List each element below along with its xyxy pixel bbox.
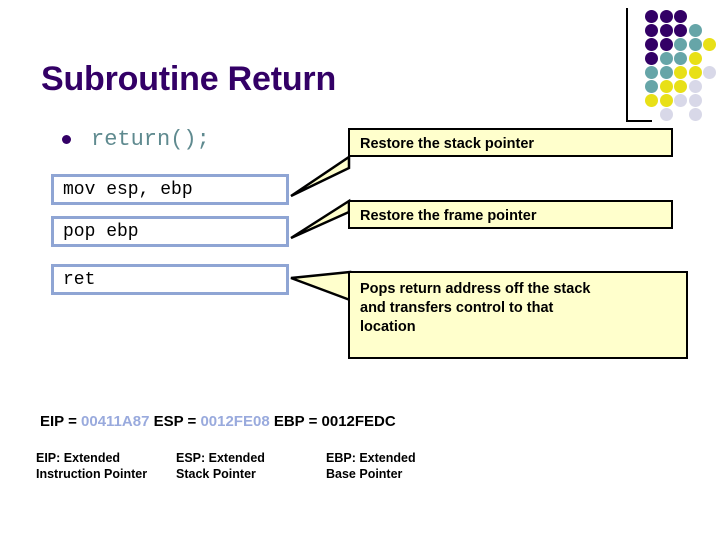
callout-stack-pointer: Restore the stack pointer [348, 128, 673, 157]
decor-dot [659, 10, 673, 23]
callout-line: Restore the stack pointer [360, 136, 535, 152]
decor-dot [645, 38, 658, 51]
code-box-text: mov esp, ebp [63, 179, 193, 200]
decor-dot [659, 66, 673, 79]
code-box-pop: pop ebp [51, 216, 289, 247]
eip-label: EIP = [40, 413, 82, 430]
legend-column-esp: ESP: Extended Stack Pointer [176, 450, 326, 482]
decor-dot [688, 52, 702, 65]
decor-dot [674, 24, 687, 37]
callout-line: Restore the frame pointer [360, 208, 537, 224]
register-legend: EIP: Extended Instruction Pointer ESP: E… [36, 450, 596, 482]
bullet-marker-icon [62, 135, 71, 144]
callout-line: location [360, 319, 416, 336]
code-box-text: ret [63, 269, 96, 290]
register-status-line: EIP = 00411A87 ESP = 0012FE08 EBP = 0012… [40, 413, 396, 430]
ebp-value: 0012FEDC [321, 413, 396, 430]
decor-dot [688, 38, 702, 51]
legend-line: Instruction Pointer [36, 467, 148, 481]
decor-dot [674, 94, 687, 107]
decor-dot [674, 66, 687, 79]
callout-line: Pops return address off the stack [360, 281, 591, 297]
legend-column-ebp: EBP: Extended Base Pointer [326, 450, 486, 482]
decor-dot [645, 52, 658, 65]
code-box-mov: mov esp, ebp [51, 174, 289, 205]
decor-dot [645, 94, 658, 107]
decor-dot [659, 108, 673, 121]
page-title: Subroutine Return [41, 60, 337, 98]
callout-return-address: Pops return address off the stack and tr… [348, 271, 688, 359]
code-box-text: pop ebp [63, 221, 139, 242]
decor-dot [659, 38, 673, 51]
decor-dot [688, 66, 702, 79]
ebp-label: EBP = [269, 413, 322, 430]
decor-dot [688, 24, 702, 37]
decor-dot [659, 94, 673, 107]
callout-line: and transfers control to that [360, 300, 554, 317]
eip-value: 00411A87 [81, 413, 150, 430]
code-box-ret: ret [51, 264, 289, 295]
corner-vertical-rule [626, 8, 628, 122]
decor-dot [688, 94, 702, 107]
decor-dot [674, 80, 687, 93]
tail-to-callout-0 [290, 154, 351, 198]
decor-dot [659, 80, 673, 93]
callout-frame-pointer: Restore the frame pointer [348, 200, 673, 229]
esp-label: ESP = [149, 413, 201, 430]
legend-line: Stack Pointer [176, 467, 256, 481]
tail-to-callout-2 [290, 270, 352, 302]
decor-dot [674, 52, 687, 65]
legend-line: ESP: Extended [176, 451, 265, 465]
legend-column-eip: EIP: Extended Instruction Pointer [36, 450, 176, 482]
decor-dot [659, 24, 673, 37]
decor-dot [688, 108, 702, 121]
decorative-dot-grid [645, 10, 720, 121]
decor-dot [645, 66, 658, 79]
bullet-item-return: return(); [62, 127, 210, 152]
decor-dot [659, 52, 673, 65]
legend-line: EIP: Extended [36, 451, 121, 465]
legend-line: EBP: Extended [326, 451, 416, 465]
tail-to-callout-1 [290, 198, 351, 240]
bullet-item-label: return(); [91, 127, 210, 152]
decor-dot [688, 80, 702, 93]
decor-dot [674, 10, 687, 23]
decor-dot [645, 24, 658, 37]
decor-dot [645, 80, 658, 93]
decor-dot [674, 38, 687, 51]
decor-dot [703, 66, 716, 79]
corner-horizontal-rule [626, 120, 652, 122]
esp-value: 0012FE08 [200, 413, 270, 430]
decor-dot [645, 10, 658, 23]
decor-dot [703, 38, 716, 51]
legend-line: Base Pointer [326, 467, 403, 481]
